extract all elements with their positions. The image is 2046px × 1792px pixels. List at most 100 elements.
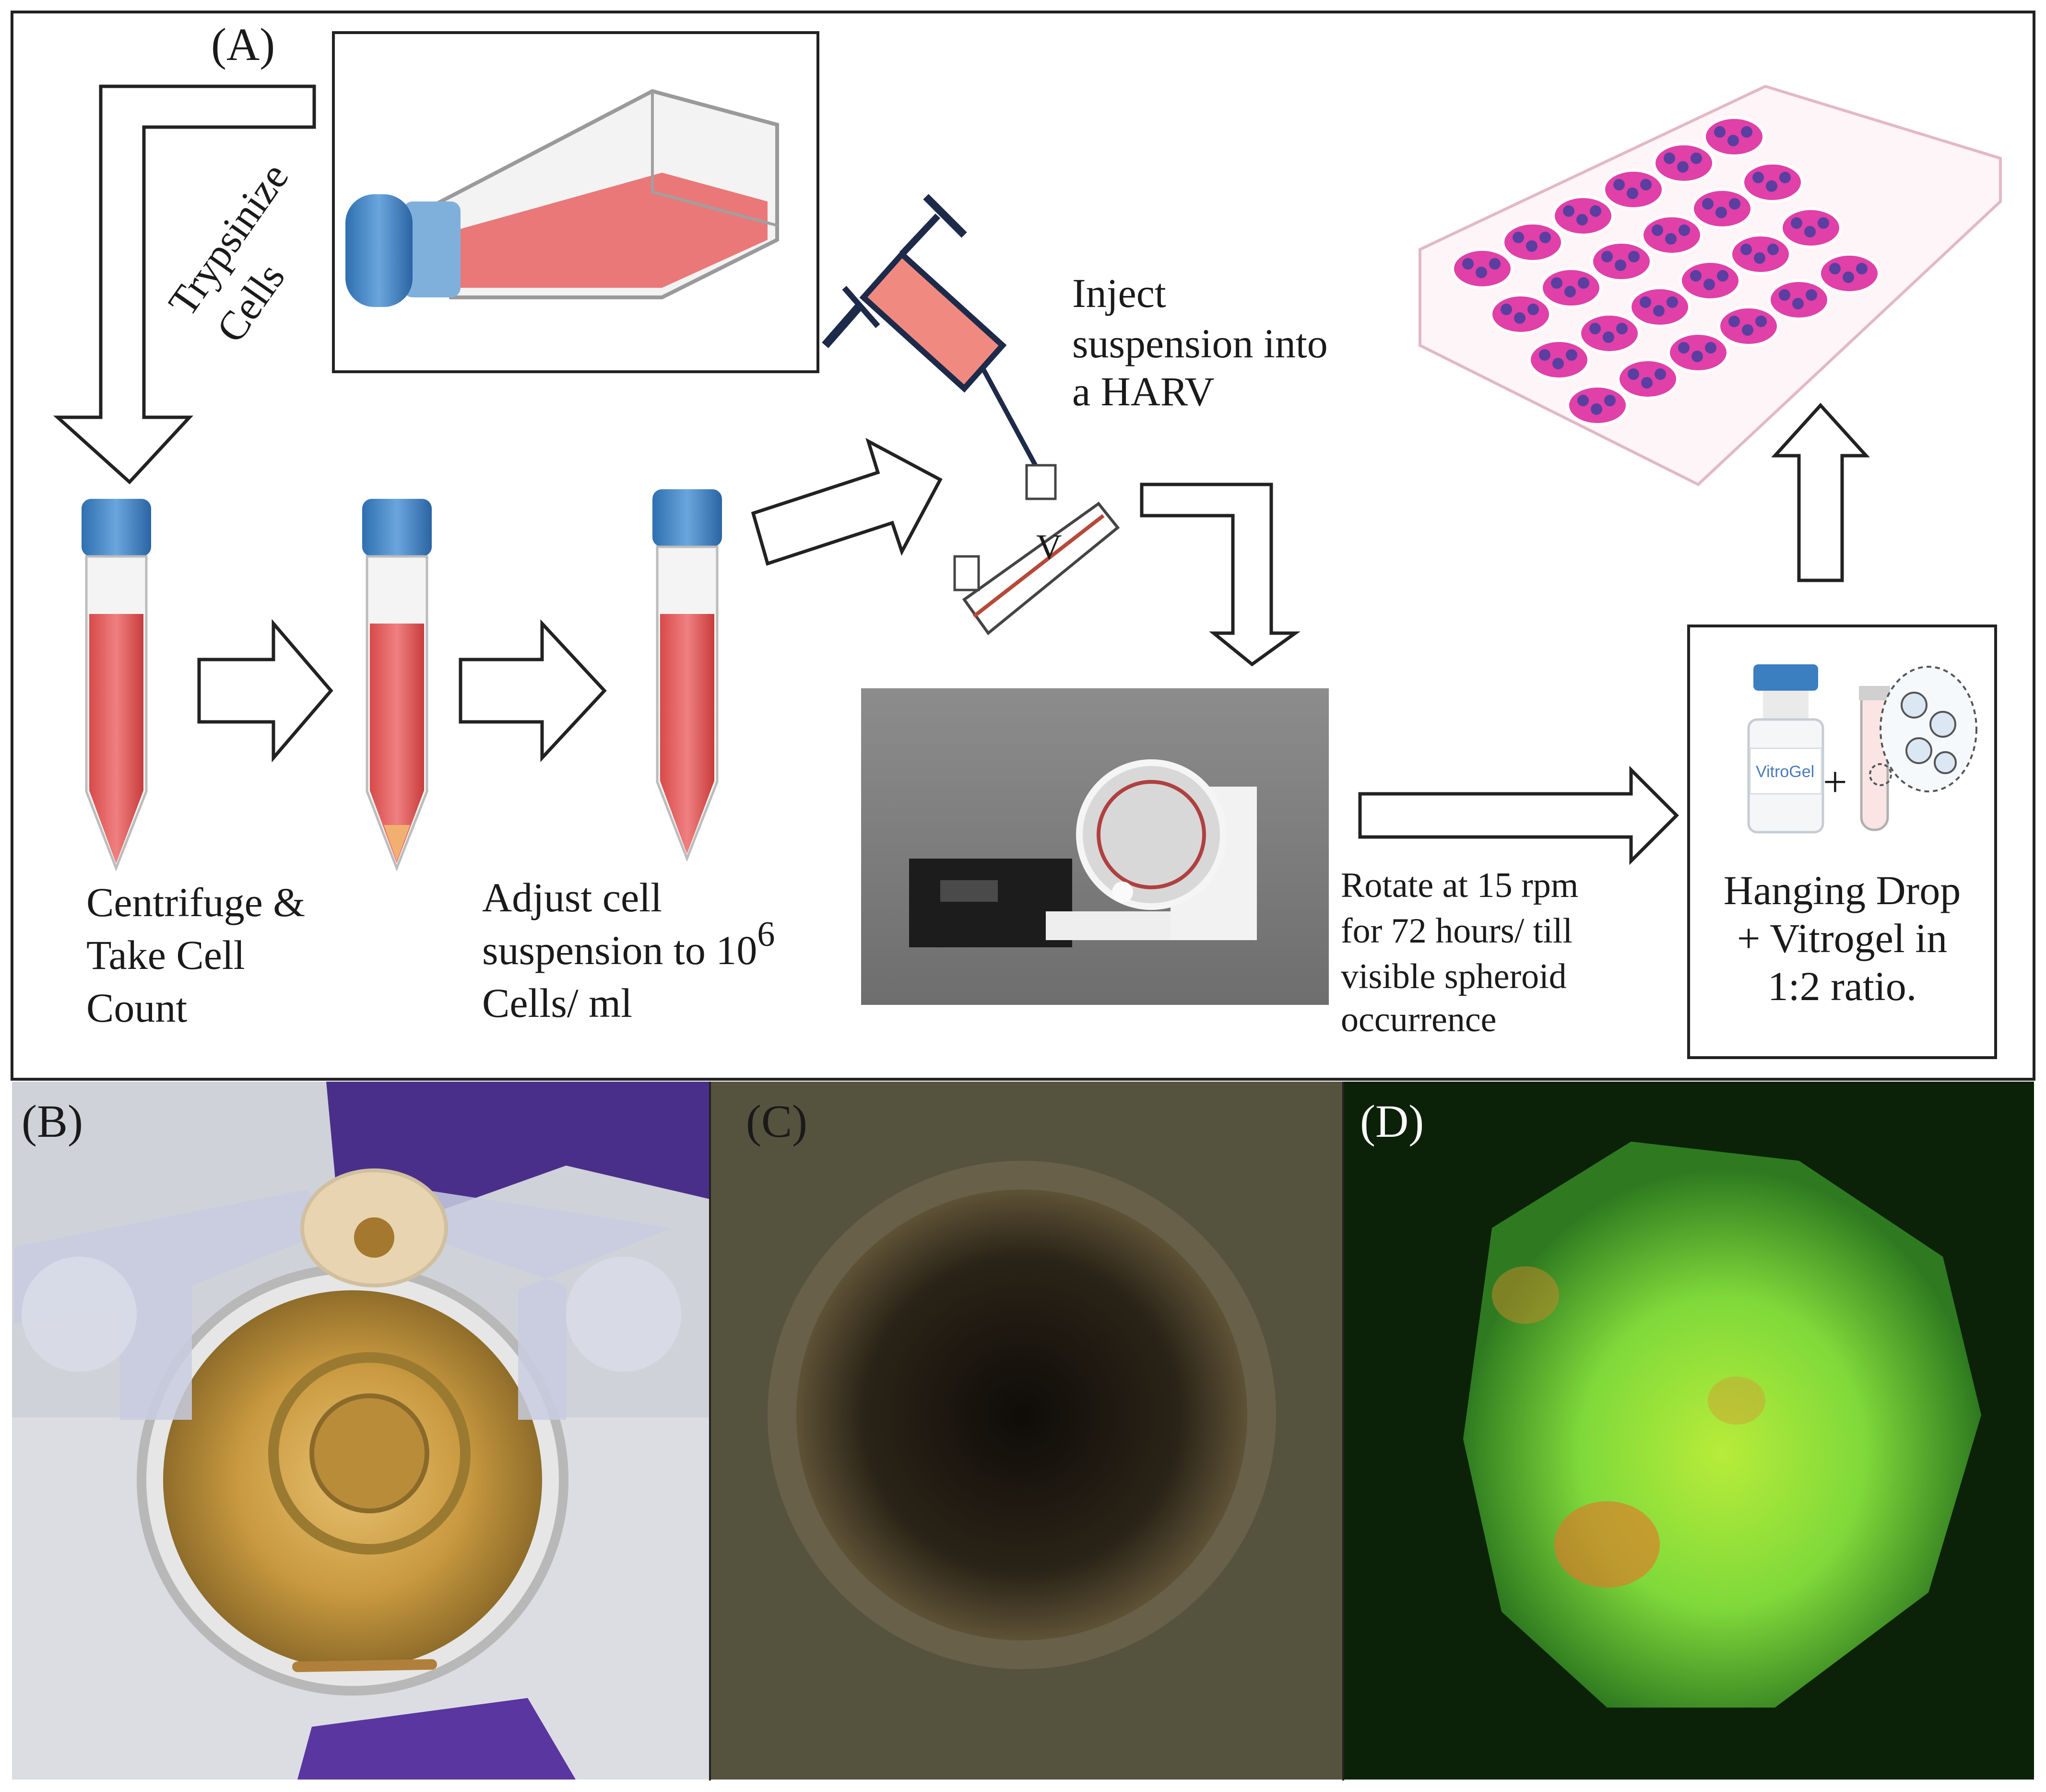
spheroid-dot — [1552, 358, 1564, 369]
panel-d-label: (D) — [1360, 1096, 1424, 1147]
spheroid-dot — [1665, 233, 1677, 245]
centrifuge-label-1: Centrifuge & — [86, 879, 305, 925]
spheroid-dot — [1728, 316, 1740, 327]
inject-label-1: Inject — [1072, 270, 1166, 316]
spheroid-dot — [1702, 198, 1714, 210]
spheroid-dot — [1829, 263, 1841, 274]
spheroid-dot — [1591, 403, 1602, 415]
spheroid-dot — [1729, 198, 1740, 210]
arrow-to-rotator — [1140, 483, 1301, 667]
spheroid-dot — [1513, 232, 1524, 243]
arrow-trypsinize — [53, 84, 316, 484]
tube-2 — [362, 499, 432, 872]
spheroid-dot — [1590, 205, 1601, 217]
cell-tube-icon — [1859, 666, 1977, 831]
arrow-to-hanging-drop — [1358, 766, 1679, 865]
well-plate-illustration — [1419, 84, 2002, 486]
spheroid-dot — [1703, 279, 1715, 290]
adjust-label-3: Cells/ ml — [482, 980, 632, 1026]
spheroid-dot — [1792, 298, 1804, 309]
harv-mark: V — [1036, 528, 1062, 567]
panel-b-photo — [12, 1082, 710, 1780]
spheroid-dot — [1767, 244, 1779, 255]
spheroid-dot — [1705, 342, 1716, 354]
spheroid-dot — [1613, 179, 1625, 190]
rotator-photo — [861, 688, 1329, 1005]
vitrogel-vial-label: VitroGel — [1756, 763, 1814, 781]
spheroid-dot — [1766, 180, 1777, 192]
spheroid-dot — [1717, 270, 1728, 282]
spheroid-dot — [1843, 271, 1854, 283]
spheroid-dot — [1679, 224, 1690, 236]
spheroid-dot — [1566, 349, 1577, 361]
rotate-label-4: occurrence — [1341, 1000, 1497, 1039]
spheroid-dot — [1740, 244, 1752, 255]
spheroid-dot — [1791, 217, 1802, 229]
spheroid-dot — [1640, 179, 1652, 190]
inject-label-2: suspension into — [1072, 320, 1328, 366]
spheroid-dot — [1615, 259, 1626, 271]
spheroid-dot — [1604, 395, 1616, 406]
spheroid-dot — [1641, 377, 1653, 389]
spheroid-dot — [1627, 188, 1638, 199]
hanging-label-1: Hanging Drop — [1724, 867, 1961, 913]
adjust-label-2-base: suspension to 10 — [482, 927, 757, 973]
plus-sign: + — [1823, 758, 1847, 806]
spheroid-dot — [1527, 304, 1539, 315]
spheroid-dot — [1691, 351, 1703, 362]
spheroid-dot — [1691, 153, 1702, 164]
centrifuge-label-3: Count — [86, 985, 187, 1031]
rotate-label-2: for 72 hours/ till — [1341, 911, 1573, 951]
spheroid-dot — [1804, 226, 1816, 237]
spheroid-dot — [1779, 172, 1791, 183]
spheroid-dot — [1539, 232, 1551, 243]
syringe-icon — [822, 194, 1048, 486]
panel-a-label: (A) — [211, 19, 275, 70]
spheroid-dot — [1752, 172, 1764, 183]
spheroid-dot — [1655, 368, 1666, 380]
spheroid-dot — [1755, 316, 1767, 327]
adjust-label-2: suspension to 106 — [482, 915, 775, 973]
spheroid-dot — [1818, 217, 1829, 229]
spheroid-dot — [1589, 323, 1601, 334]
spheroid-dot — [1754, 252, 1765, 264]
rotate-label-1: Rotate at 15 rpm — [1341, 866, 1578, 905]
culture-flask-illustration — [345, 89, 779, 307]
spheroid-dot — [1501, 304, 1512, 315]
spheroid-dot — [1856, 263, 1868, 274]
vitrogel-vial-icon: VitroGel — [1747, 664, 1824, 834]
spheroid-dot — [1640, 296, 1651, 308]
spheroid-dot — [1667, 296, 1678, 308]
adjust-label-1: Adjust cell — [482, 874, 662, 920]
harv-vessel-sketch: V — [953, 464, 1120, 636]
spheroid-dot — [1514, 312, 1526, 324]
spheroid-dot — [1727, 135, 1739, 146]
spheroid-dot — [1779, 289, 1790, 301]
spheroid-dot — [1576, 214, 1588, 225]
spheroid-dot — [1742, 324, 1753, 336]
well-plate-wells — [1451, 116, 1880, 426]
spheroid-dot — [1603, 331, 1614, 343]
spheroid-dot — [1462, 258, 1474, 270]
arrow-to-syringe — [751, 437, 943, 566]
spheroid-dot — [1653, 305, 1665, 317]
adjust-label-2-exp: 6 — [757, 915, 775, 954]
spheroid-dot — [1715, 207, 1727, 218]
hanging-label-3: 1:2 ratio. — [1768, 963, 1917, 1009]
spheroid-dot — [1628, 251, 1640, 262]
tube-1 — [82, 499, 151, 872]
spheroid-dot — [1539, 349, 1550, 361]
spheroid-dot — [1677, 161, 1689, 173]
arrow-tube2-tube3 — [459, 619, 607, 762]
spheroid-dot — [1563, 205, 1574, 217]
spheroid-dot — [1741, 126, 1752, 138]
arrow-to-well-plate — [1771, 402, 1870, 582]
spheroid-dot — [1690, 270, 1702, 282]
tube-3 — [652, 489, 722, 862]
spheroid-dot — [1806, 289, 1817, 301]
arrow-tube1-tube2 — [197, 619, 333, 763]
spheroid-dot — [1551, 277, 1562, 289]
spheroid-dot — [1714, 126, 1726, 138]
panel-c-label: (C) — [746, 1096, 807, 1147]
